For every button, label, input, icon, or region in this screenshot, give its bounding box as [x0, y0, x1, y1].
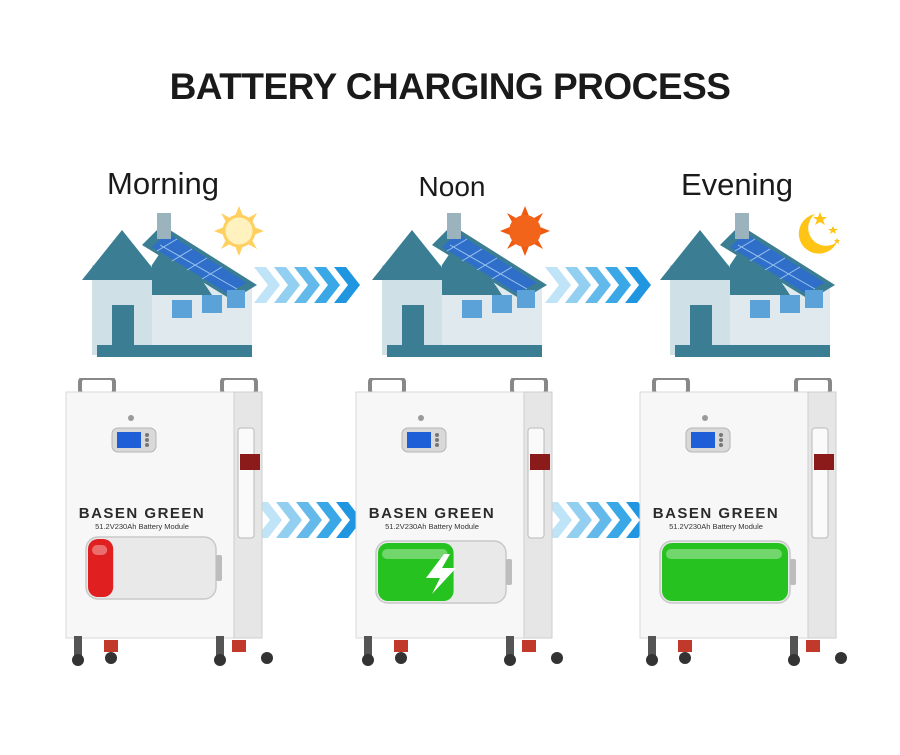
battery-terminal	[506, 559, 512, 585]
stage-label-evening: Evening	[680, 167, 794, 202]
brand-logo: BASEN GREEN	[652, 505, 780, 522]
brand-logo: BASEN GREEN	[368, 505, 496, 522]
battery-level-icon	[659, 540, 796, 604]
battery-highlight	[382, 549, 448, 559]
stage-label-morning: Morning	[107, 166, 219, 201]
sun-icon	[214, 206, 264, 256]
lightning-bolt-icon	[426, 554, 456, 594]
hot-sun-icon	[500, 206, 550, 256]
battery-charge-fill	[662, 543, 788, 601]
battery-level-icon	[375, 540, 512, 604]
brand-logo: BASEN GREEN	[78, 505, 206, 522]
arrow-chevrons-icon	[545, 267, 651, 303]
solar-house-icon	[372, 213, 547, 357]
page-title: BATTERY CHARGING PROCESS	[169, 66, 731, 107]
model-label: 51.2V230Ah Battery Module	[95, 522, 189, 531]
battery-unit-morning: BASEN GREEN 51.2V230Ah Battery Module	[62, 378, 277, 668]
model-label: 51.2V230Ah Battery Module	[385, 522, 479, 531]
battery-charge-fill	[88, 539, 114, 597]
battery-charge-fill	[378, 543, 454, 601]
battery-unit-evening: BASEN GREEN 51.2V230Ah Battery Module	[636, 378, 851, 668]
battery-level-icon	[85, 536, 222, 600]
stage-label-noon: Noon	[418, 171, 486, 202]
solar-house-icon	[660, 213, 835, 357]
arrow-chevrons-icon	[546, 502, 652, 538]
battery-highlight	[666, 549, 782, 559]
battery-terminal	[790, 559, 796, 585]
battery-unit-noon: BASEN GREEN 51.2V230Ah Battery Module	[352, 378, 567, 668]
solar-house-icon	[82, 213, 257, 357]
model-label: 51.2V230Ah Battery Module	[669, 522, 763, 531]
battery-highlight	[92, 545, 108, 555]
battery-terminal	[216, 555, 222, 581]
moon-stars-icon	[798, 212, 840, 254]
arrow-chevrons-icon	[254, 267, 360, 303]
